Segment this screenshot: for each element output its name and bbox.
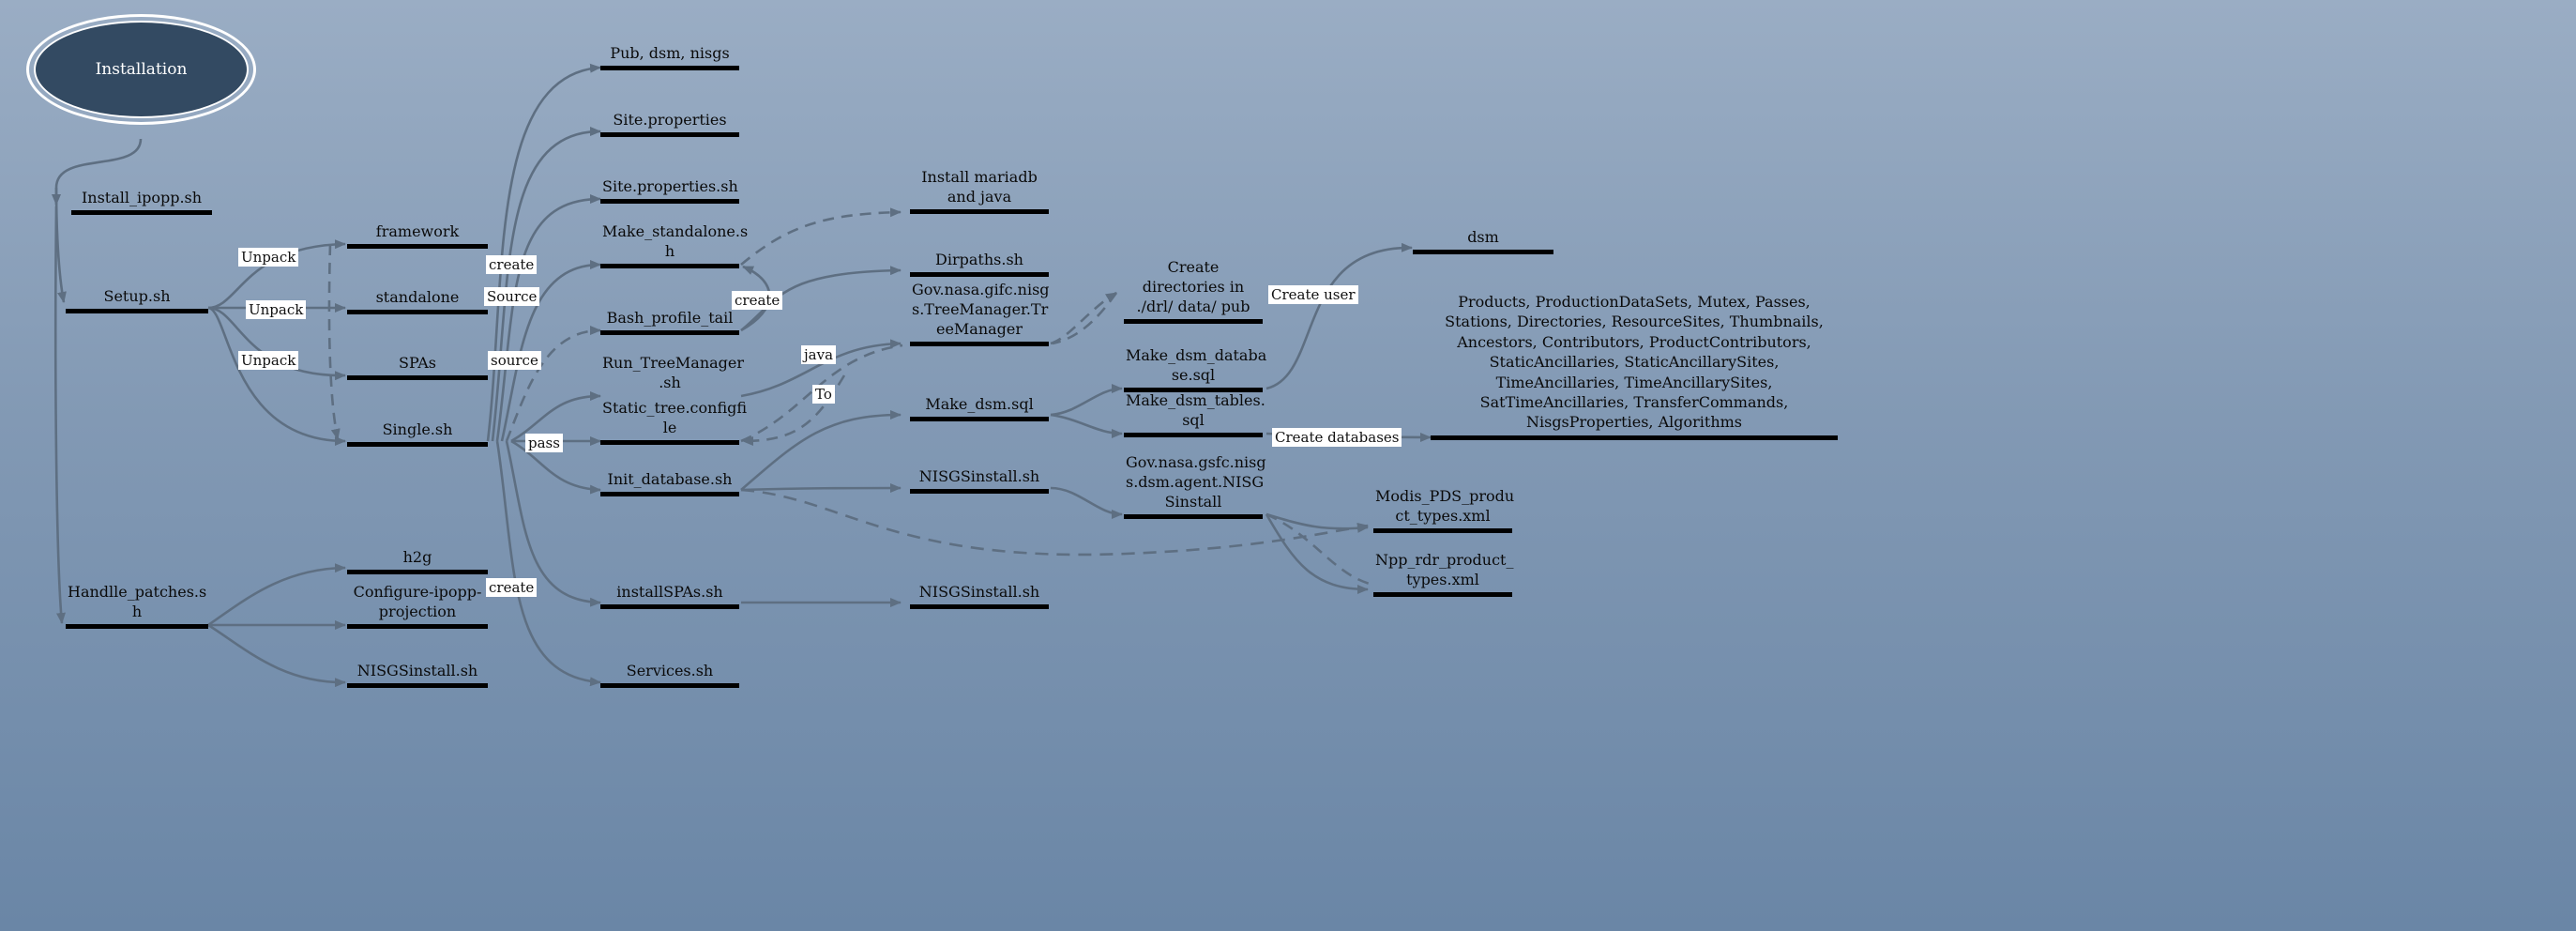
node-framework[interactable]: framework xyxy=(347,221,488,249)
edge-setup-framework xyxy=(207,239,346,310)
edge-label-unpack-framework: Unpack xyxy=(238,248,299,267)
edge-makedsm-tables xyxy=(1050,413,1123,438)
edge-agent-modis xyxy=(1265,512,1369,533)
node-install-spas[interactable]: installSPAs.sh xyxy=(600,582,739,609)
edge-agent-npp xyxy=(1265,513,1369,594)
edge-label-pass: pass xyxy=(525,434,563,452)
edge-single-siteprop xyxy=(491,127,601,442)
edge-runtree-tree xyxy=(740,339,902,398)
edge-nisgs-agent xyxy=(1050,486,1123,519)
edge-single-installspas xyxy=(505,440,601,607)
edge-label-unpack-spas: Unpack xyxy=(238,351,299,370)
node-pub-dsm-nisgs[interactable]: Pub, dsm, nisgs xyxy=(600,43,739,70)
edge-bash-dirpaths xyxy=(740,266,902,332)
edge-root-setup xyxy=(54,187,67,303)
node-standalone[interactable]: standalone xyxy=(347,287,488,314)
edge-makedsm-database xyxy=(1050,384,1123,417)
edge-single-runtree xyxy=(510,391,601,443)
node-nisgs-install-mid2[interactable]: NISGSinstall.sh xyxy=(910,582,1049,609)
node-dsm[interactable]: dsm xyxy=(1413,227,1553,254)
node-bash-profile-tail[interactable]: Bash_profile_tail xyxy=(600,308,739,335)
node-configure-ipopp[interactable]: Configure-ipopp- projection xyxy=(347,582,488,629)
edge-tree-static xyxy=(742,374,846,446)
node-install-ipopp[interactable]: Install_ipopp.sh xyxy=(71,188,212,215)
edge-label-java: java xyxy=(801,345,837,364)
node-npp-rdr[interactable]: Npp_rdr_product_ types.xml xyxy=(1373,550,1513,597)
node-static-tree[interactable]: Static_tree.configfi le xyxy=(600,398,747,445)
edge-label-create-user: Create user xyxy=(1268,285,1358,304)
node-install-mariadb[interactable]: Install mariadb and java xyxy=(910,167,1049,214)
node-init-database[interactable]: Init_database.sh xyxy=(600,469,739,496)
node-modis-pds[interactable]: Modis_PDS_produ ct_types.xml xyxy=(1373,486,1514,533)
node-spas[interactable]: SPAs xyxy=(347,353,488,380)
edge-label-create-databases: Create databases xyxy=(1272,428,1402,447)
edge-tree-createdirs xyxy=(1050,291,1117,345)
node-treemanager[interactable]: Gov.nasa.gifc.nisg s.TreeManager.Tr eeMa… xyxy=(910,280,1050,346)
edge-initdb-makedsm xyxy=(740,410,902,491)
node-setup[interactable]: Setup.sh xyxy=(66,286,208,313)
node-make-dsm[interactable]: Make_dsm.sql xyxy=(910,394,1049,421)
node-site-properties[interactable]: Site.properties xyxy=(600,110,739,137)
edge-single-makestandalone xyxy=(500,260,601,442)
node-single[interactable]: Single.sh xyxy=(347,420,488,447)
edge-createdirs-tree xyxy=(1052,292,1118,345)
node-dirpaths[interactable]: Dirpaths.sh xyxy=(910,250,1049,277)
edge-label-create-mid: create xyxy=(732,291,783,310)
edge-root-patches xyxy=(53,206,66,624)
root-node-inner: Installation xyxy=(34,21,249,118)
edge-single-services xyxy=(495,440,601,687)
edge-setup-single xyxy=(207,306,346,446)
edge-label-create-bottom: create xyxy=(486,578,538,597)
node-nisgs-install-mid[interactable]: NISGSinstall.sh xyxy=(910,466,1049,494)
edge-patches-nisgs xyxy=(207,623,346,688)
node-site-properties-sh[interactable]: Site.properties.sh xyxy=(600,176,739,204)
edge-label-to: To xyxy=(812,385,835,404)
edge-root-install xyxy=(52,138,143,206)
edge-label-source-upper: Source xyxy=(484,287,540,306)
edge-database-dsm xyxy=(1265,242,1413,390)
node-make-standalone[interactable]: Make_standalone.s h xyxy=(600,221,748,268)
node-h2g[interactable]: h2g xyxy=(347,547,488,574)
edge-initdb-modis xyxy=(740,488,1369,557)
edge-framework-single xyxy=(327,243,341,440)
edge-single-initdb xyxy=(510,439,601,495)
edge-label-create-top: create xyxy=(486,255,538,274)
edge-modis-npp xyxy=(1265,512,1371,586)
node-make-dsm-database[interactable]: Make_dsm_databa se.sql xyxy=(1124,345,1266,392)
node-run-treemanager[interactable]: Run_TreeManager .sh xyxy=(602,354,745,391)
node-nisgs-install-left[interactable]: NISGSinstall.sh xyxy=(347,661,488,688)
edge-makestandalone-mariadb xyxy=(740,207,902,266)
edge-setup-spas xyxy=(207,306,346,381)
root-node[interactable]: Installation xyxy=(26,14,256,125)
node-create-directories[interactable]: Create directories in ./drl/ data/ pub xyxy=(1124,257,1263,324)
node-services[interactable]: Services.sh xyxy=(600,661,739,688)
node-make-dsm-tables[interactable]: Make_dsm_tables. sql xyxy=(1124,390,1265,437)
node-tables-list[interactable]: Products, ProductionDataSets, Mutex, Pas… xyxy=(1431,292,1838,440)
edge-initdb-nisgs xyxy=(740,483,902,494)
edge-patches-h2g xyxy=(207,563,346,627)
edge-single-pub xyxy=(486,63,601,442)
edge-label-source-lower: source xyxy=(488,351,541,370)
root-label: Installation xyxy=(95,60,188,79)
node-nisg-agent[interactable]: Gov.nasa.gsfc.nisg s.dsm.agent.NISG Sins… xyxy=(1124,452,1266,519)
node-handle-patches[interactable]: Handlle_patches.s h xyxy=(66,582,208,629)
edge-label-unpack-standalone: Unpack xyxy=(246,300,307,319)
